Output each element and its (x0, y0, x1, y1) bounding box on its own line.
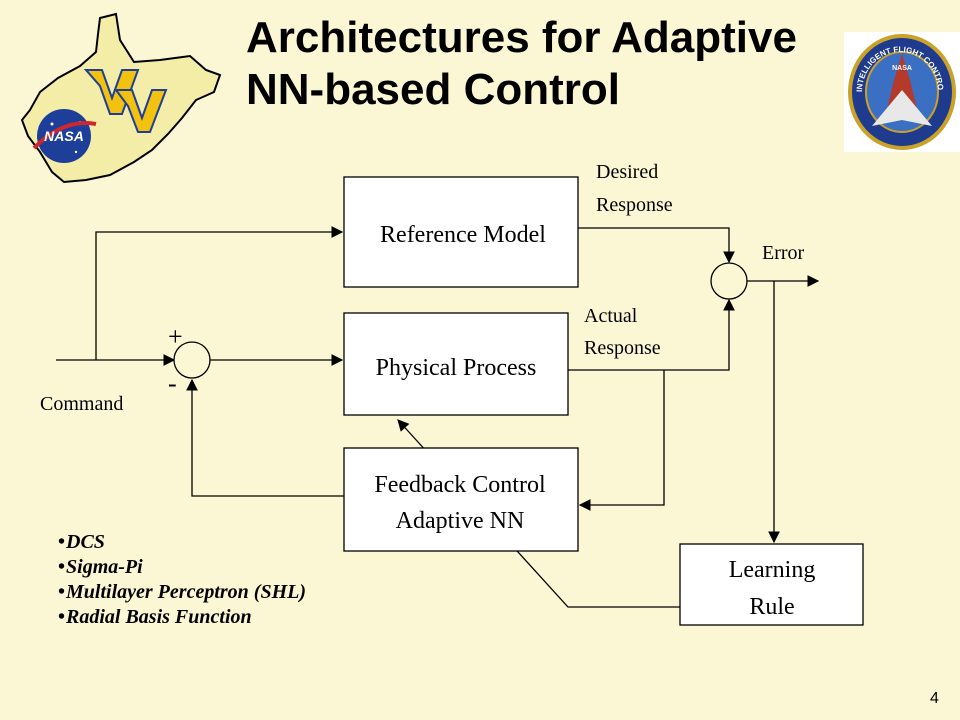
error-label: Error (762, 242, 805, 264)
minus-sign: - (168, 369, 177, 398)
page-number: 4 (930, 690, 939, 707)
nn-types-list: DCS Sigma-Pi Multilayer Perceptron (SHL)… (58, 530, 306, 630)
feedback-control-block (343, 447, 579, 552)
command-label: Command (40, 393, 123, 415)
slide-title: Architectures for Adaptive NN-based Cont… (246, 12, 797, 116)
ifcs-nasa-text: NASA (892, 65, 912, 72)
desired-response-label-line-1: Desired (596, 161, 658, 183)
list-item: DCS (58, 530, 306, 555)
feedback-control-label-line-2: Adaptive NN (396, 508, 525, 534)
physical-process-label: Physical Process (376, 355, 537, 381)
plus-sign: + (168, 322, 183, 351)
error-summing-junction (710, 262, 748, 300)
learning-rule-label-line-2: Rule (749, 594, 794, 620)
physical-process-block (343, 312, 569, 416)
wv-emblem (83, 69, 168, 133)
actual-to-feedback-line (578, 370, 665, 511)
learning-rule-label-line-1: Learning (729, 557, 816, 583)
feedback-to-sum-line (186, 378, 344, 497)
actual-response-label-line-1: Actual (584, 305, 638, 327)
feedback-control-label-line-1: Feedback Control (374, 472, 546, 498)
list-item: Sigma-Pi (58, 555, 306, 580)
wvu-nasa-logo: NASA (20, 12, 222, 184)
list-item: Radial Basis Function (58, 605, 306, 630)
list-item: Multilayer Perceptron (SHL) (58, 580, 306, 605)
reference-model-label: Reference Model (380, 222, 546, 248)
learning-rule-block (679, 543, 864, 626)
command-to-reference-line (95, 226, 344, 360)
slide-title-line-1: Architectures for Adaptive (246, 13, 797, 62)
desired-response-label-line-2: Response (596, 194, 673, 216)
reference-model-block (343, 176, 579, 288)
input-summing-junction (173, 341, 211, 379)
nasa-meatball: NASA (32, 109, 97, 163)
actual-response-label-line-2: Response (584, 337, 661, 359)
nasa-logo-text: NASA (44, 128, 84, 144)
desired-response-line (578, 227, 735, 264)
slide-title-line-2: NN-based Control (246, 65, 620, 114)
ifcs-patch-logo: INTELLIGENT FLIGHT CONTROL SYSTEM NASA (840, 30, 960, 152)
actual-response-line (568, 298, 735, 371)
